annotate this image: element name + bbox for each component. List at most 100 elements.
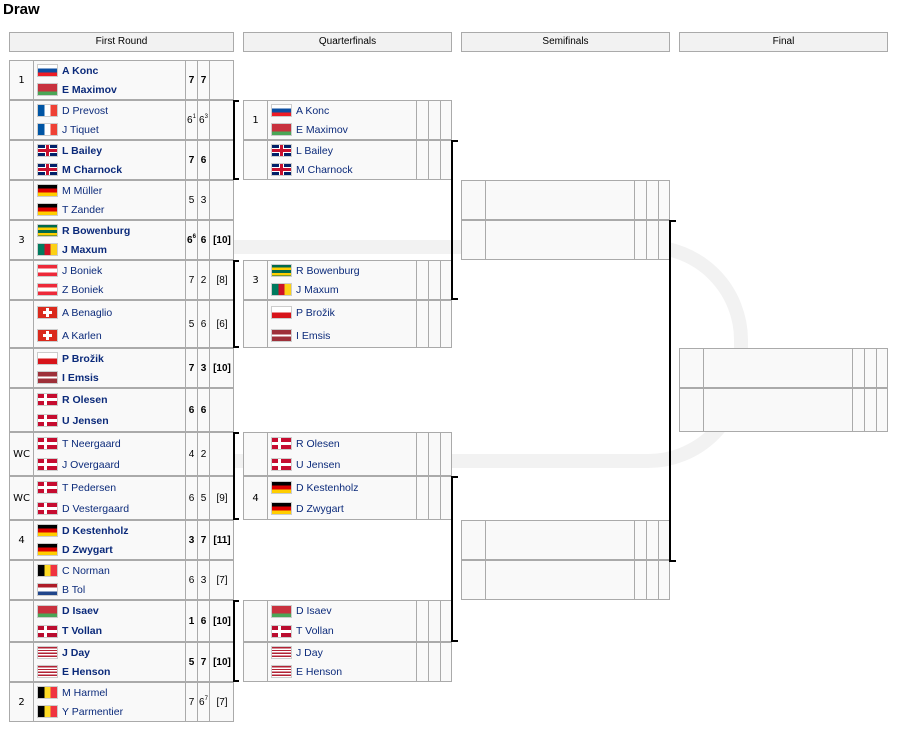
player-name[interactable]: D Vestergaard bbox=[34, 498, 185, 519]
player-name-text[interactable]: A Karlen bbox=[62, 329, 102, 342]
player-name[interactable]: P Brožik bbox=[34, 349, 185, 368]
player-name-text[interactable]: R Olesen bbox=[62, 393, 108, 406]
player-name[interactable]: R Bowenburg bbox=[34, 221, 185, 240]
player-name-text[interactable]: R Olesen bbox=[296, 437, 340, 450]
flag-fr-icon bbox=[37, 123, 58, 136]
player-name[interactable]: M Müller bbox=[34, 181, 185, 200]
player-name-text[interactable]: D Isaev bbox=[296, 605, 332, 617]
player-name-text[interactable]: D Isaev bbox=[62, 605, 99, 617]
player-name[interactable]: J Day bbox=[268, 643, 416, 662]
player-name[interactable]: A Karlen bbox=[34, 324, 185, 347]
player-name-text[interactable]: L Bailey bbox=[62, 144, 103, 157]
player-name[interactable]: D Isaev bbox=[34, 601, 185, 621]
player-name-text[interactable]: T Pedersen bbox=[62, 481, 117, 494]
player-name-text[interactable]: C Norman bbox=[62, 564, 110, 577]
player-name[interactable]: A Konc bbox=[268, 101, 416, 120]
player-name-text[interactable]: T Zander bbox=[62, 203, 105, 216]
player-name-text[interactable]: A Benaglio bbox=[62, 306, 113, 319]
player-name[interactable]: T Zander bbox=[34, 200, 185, 219]
player-name-text[interactable]: A Konc bbox=[62, 64, 99, 77]
player-name-text[interactable]: M Charnock bbox=[62, 163, 123, 176]
player-name[interactable]: T Pedersen bbox=[34, 477, 185, 498]
player-name-text[interactable]: J Maxum bbox=[296, 283, 339, 296]
player-name-text[interactable]: R Bowenburg bbox=[62, 224, 131, 237]
player-name-text[interactable]: D Prevost bbox=[62, 104, 109, 117]
player-name[interactable]: Y Parmentier bbox=[34, 702, 185, 721]
player-name[interactable]: D Zwygart bbox=[268, 498, 416, 519]
player-name[interactable]: A Benaglio bbox=[34, 301, 185, 324]
player-name[interactable]: P Brožik bbox=[268, 301, 416, 324]
player-name[interactable]: A Konc bbox=[34, 61, 185, 80]
player-name[interactable]: I Emsis bbox=[268, 324, 416, 347]
player-name[interactable]: M Harmel bbox=[34, 683, 185, 702]
player-name-text[interactable]: T Vollan bbox=[296, 625, 334, 637]
player-name-text[interactable]: J Day bbox=[296, 646, 323, 659]
player-name[interactable]: R Olesen bbox=[268, 433, 416, 454]
player-name[interactable]: J Boniek bbox=[34, 261, 185, 280]
player-name-text[interactable]: P Brožik bbox=[62, 352, 104, 365]
player-name-text[interactable]: E Henson bbox=[62, 665, 111, 678]
player-name-text[interactable]: E Maximov bbox=[62, 83, 117, 96]
player-name-text[interactable]: M Charnock bbox=[296, 163, 353, 176]
player-name-text[interactable]: J Maxum bbox=[62, 243, 107, 256]
player-name-text[interactable]: D Vestergaard bbox=[62, 502, 130, 515]
player-name-text[interactable]: D Zwygart bbox=[62, 543, 113, 556]
player-name-text[interactable]: L Bailey bbox=[296, 144, 333, 157]
player-name-text[interactable]: J Tiquet bbox=[62, 123, 99, 136]
player-name-text[interactable]: I Emsis bbox=[296, 329, 331, 342]
player-name-text[interactable]: E Maximov bbox=[296, 123, 348, 136]
player-name-text[interactable]: R Bowenburg bbox=[296, 264, 360, 277]
player-name-text[interactable]: J Overgaard bbox=[62, 458, 120, 471]
player-name-text[interactable]: J Boniek bbox=[62, 264, 103, 277]
player-name-text[interactable]: D Zwygart bbox=[296, 502, 344, 515]
player-name[interactable]: Z Boniek bbox=[34, 280, 185, 299]
player-name-text[interactable]: D Kestenholz bbox=[62, 524, 129, 537]
player-name-text[interactable]: J Day bbox=[62, 646, 91, 659]
player-name[interactable]: L Bailey bbox=[268, 141, 416, 160]
player-name[interactable]: E Maximov bbox=[268, 120, 416, 139]
player-name[interactable]: D Isaev bbox=[268, 601, 416, 621]
player-name[interactable]: D Kestenholz bbox=[268, 477, 416, 498]
player-name-text[interactable]: E Henson bbox=[296, 665, 343, 678]
player-name[interactable]: J Maxum bbox=[34, 240, 185, 259]
player-name[interactable]: E Henson bbox=[268, 662, 416, 681]
player-name-text[interactable]: P Brožik bbox=[296, 306, 335, 319]
player-name[interactable]: J Overgaard bbox=[34, 454, 185, 475]
player-name[interactable]: M Charnock bbox=[34, 160, 185, 179]
player-name[interactable]: D Zwygart bbox=[34, 540, 185, 559]
player-name-text[interactable]: Z Boniek bbox=[62, 283, 104, 296]
player-name[interactable]: J Maxum bbox=[268, 280, 416, 299]
flag-be-icon bbox=[37, 705, 58, 718]
player-name-text[interactable]: D Kestenholz bbox=[296, 481, 359, 494]
player-name[interactable]: I Emsis bbox=[34, 368, 185, 387]
player-name-text[interactable]: T Neergaard bbox=[62, 437, 121, 450]
player-name-text[interactable]: U Jensen bbox=[62, 414, 109, 427]
player-name[interactable]: B Tol bbox=[34, 580, 185, 599]
player-name-text[interactable]: Y Parmentier bbox=[62, 705, 124, 718]
player-name[interactable]: U Jensen bbox=[34, 410, 185, 431]
player-name-text[interactable]: I Emsis bbox=[62, 371, 99, 384]
player-name[interactable]: T Vollan bbox=[268, 621, 416, 641]
seed-label bbox=[462, 181, 486, 219]
player-name[interactable]: T Vollan bbox=[34, 621, 185, 641]
player-name[interactable]: J Tiquet bbox=[34, 120, 185, 139]
player-name[interactable]: L Bailey bbox=[34, 141, 185, 160]
player-name[interactable]: T Neergaard bbox=[34, 433, 185, 454]
player-name-text[interactable]: M Müller bbox=[62, 184, 103, 197]
player-name[interactable]: D Prevost bbox=[34, 101, 185, 120]
page-title: Draw bbox=[3, 1, 40, 18]
player-name-text[interactable]: U Jensen bbox=[296, 458, 341, 471]
player-name[interactable]: U Jensen bbox=[268, 454, 416, 475]
player-name-text[interactable]: A Konc bbox=[296, 104, 330, 117]
player-name[interactable]: E Henson bbox=[34, 662, 185, 681]
player-name[interactable]: M Charnock bbox=[268, 160, 416, 179]
player-name[interactable]: E Maximov bbox=[34, 80, 185, 99]
player-name[interactable]: R Olesen bbox=[34, 389, 185, 410]
player-name[interactable]: J Day bbox=[34, 643, 185, 662]
player-name-text[interactable]: T Vollan bbox=[62, 625, 103, 637]
player-name[interactable]: R Bowenburg bbox=[268, 261, 416, 280]
player-name-text[interactable]: M Harmel bbox=[62, 686, 108, 699]
player-name-text[interactable]: B Tol bbox=[62, 583, 86, 596]
player-name[interactable]: C Norman bbox=[34, 561, 185, 580]
player-name[interactable]: D Kestenholz bbox=[34, 521, 185, 540]
